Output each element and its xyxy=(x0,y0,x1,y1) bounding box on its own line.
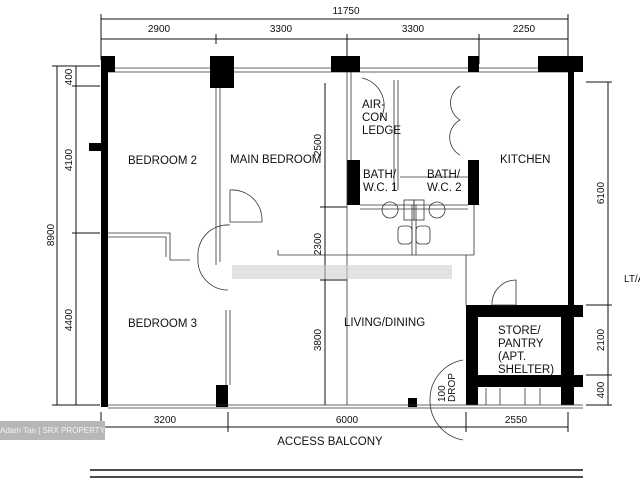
label-bath1-1: BATH/ xyxy=(363,169,397,181)
watermark: Adam Tan | SRX PROPERTY xyxy=(0,421,105,440)
label-store-1: STORE/ xyxy=(498,325,541,337)
dim-left-3: 4400 xyxy=(64,308,75,331)
dim-top-3: 3300 xyxy=(402,24,425,35)
dim-overall-width: 11750 xyxy=(332,6,360,17)
label-aircon-3: LEDGE xyxy=(362,125,401,137)
label-aircon-2: CON xyxy=(362,112,388,124)
walls xyxy=(89,56,583,441)
dim-right-1: 6100 xyxy=(596,181,607,204)
edge-text: LT/A xyxy=(624,274,640,285)
label-store-3: (APT. xyxy=(498,351,526,363)
dim-right-2: 2100 xyxy=(596,328,607,351)
label-store-4: SHELTER) xyxy=(498,364,554,376)
dim-top-1: 2900 xyxy=(148,24,171,35)
room-labels: BEDROOM 2 MAIN BEDROOM AIR- CON LEDGE BA… xyxy=(128,99,640,402)
dim-inner-1: 2500 xyxy=(313,133,324,156)
bottom-dimensions: 3200 6000 2550 ACCESS BALCONY xyxy=(90,412,583,478)
label-bath1-2: W.C. 1 xyxy=(363,182,398,194)
dim-left-2: 4100 xyxy=(64,148,75,171)
dim-top-2: 3300 xyxy=(270,24,293,35)
dim-bottom-3: 2550 xyxy=(505,415,528,426)
label-store-2: PANTRY xyxy=(498,338,544,350)
label-drop-1: 100 xyxy=(437,385,448,402)
dim-top-4: 2250 xyxy=(513,24,536,35)
label-bath2-2: W.C. 2 xyxy=(427,182,462,194)
dim-left-1: 400 xyxy=(64,68,75,85)
dim-left-total: 8900 xyxy=(46,223,57,246)
inner-dimensions: 2500 2300 3800 xyxy=(313,83,347,405)
label-access-balcony: ACCESS BALCONY xyxy=(277,436,383,448)
dim-inner-3: 3800 xyxy=(313,328,324,351)
top-dimensions: 11750 2900 3300 3300 2250 xyxy=(100,6,569,64)
blurred-annotation xyxy=(232,265,452,279)
label-living-dining: LIVING/DINING xyxy=(344,317,425,329)
dim-inner-2: 2300 xyxy=(313,232,324,255)
label-main-bedroom: MAIN BEDROOM xyxy=(230,154,321,166)
dim-right-3: 400 xyxy=(596,381,607,398)
dim-bottom-1: 3200 xyxy=(154,415,177,426)
left-dimensions: 400 4100 8900 4400 xyxy=(46,65,100,406)
label-bath2-1: BATH/ xyxy=(427,169,461,181)
label-drop-2: DROP xyxy=(447,373,458,402)
label-kitchen: KITCHEN xyxy=(500,154,550,166)
dim-bottom-2: 6000 xyxy=(336,415,359,426)
label-bedroom-2: BEDROOM 2 xyxy=(128,155,197,167)
label-bedroom-3: BEDROOM 3 xyxy=(128,318,197,330)
label-aircon-1: AIR- xyxy=(362,99,385,111)
right-dimensions: 6100 2100 400 xyxy=(586,81,612,406)
